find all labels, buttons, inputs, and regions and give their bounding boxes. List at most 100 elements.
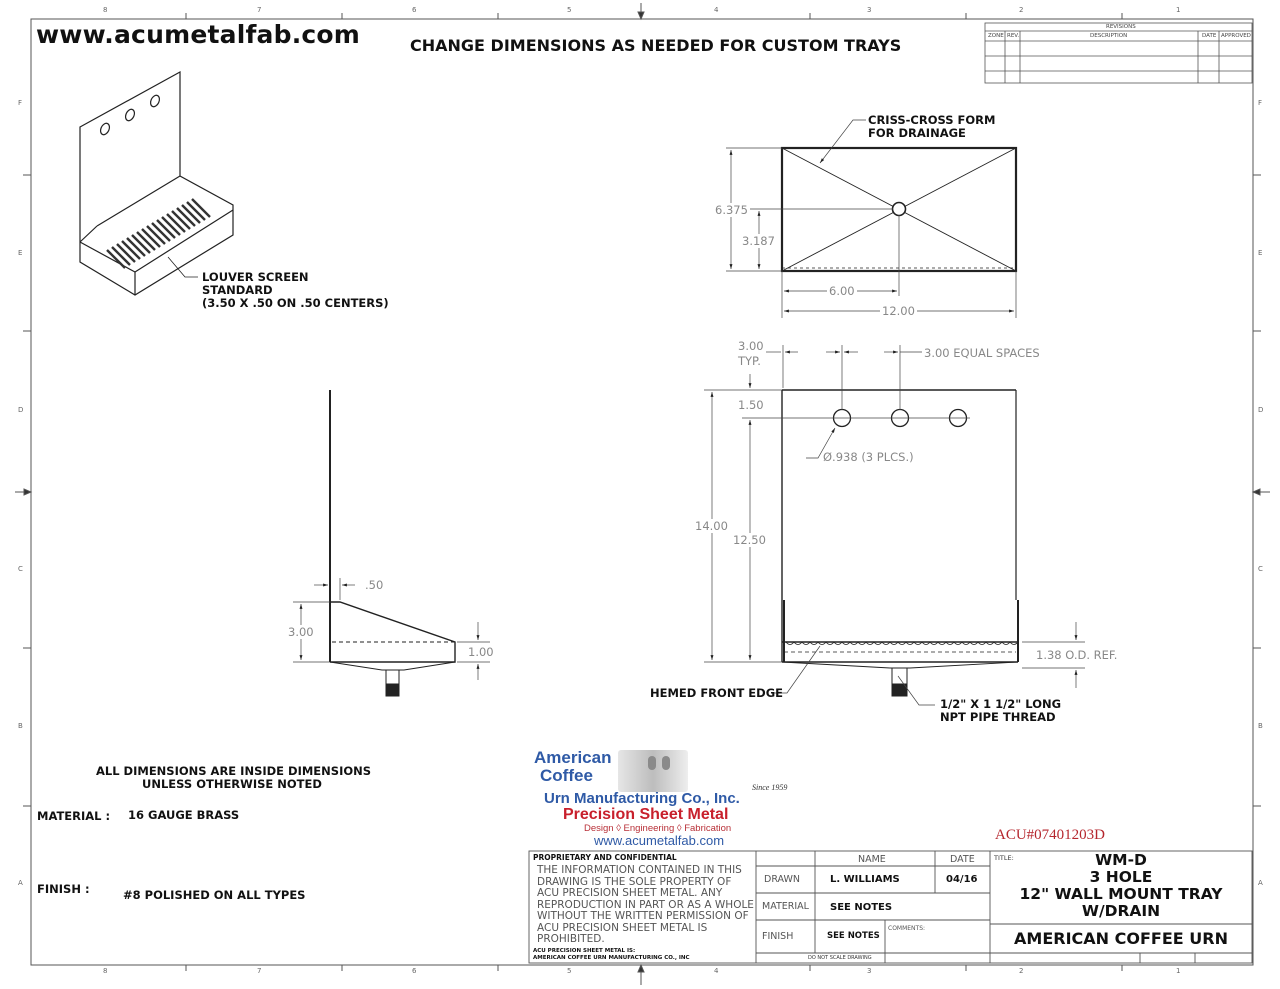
criss-cross-callout-line2: FOR DRAINAGE	[868, 126, 966, 140]
proprietary-line: ACU PRECISION SHEET METAL IS	[537, 921, 708, 934]
drawn-date: 04/16	[946, 874, 978, 885]
owner-line2: AMERICAN COFFEE URN MANUFACTURING CO., I…	[533, 955, 690, 961]
rev-header-approved: APPROVED	[1221, 33, 1251, 39]
tb-material-value: SEE NOTES	[830, 902, 893, 913]
dim-half-width: 6.00	[827, 284, 857, 298]
zone-col-3: 3	[867, 6, 872, 14]
revisions-title: REVISIONS	[1106, 24, 1136, 30]
rev-header-date: DATE	[1202, 33, 1217, 39]
dim-equal-spaces: 3.00 EQUAL SPACES	[924, 346, 1040, 360]
material-value: 16 GAUGE BRASS	[128, 808, 240, 822]
logo-line-urn: Urn Manufacturing Co., Inc.	[544, 790, 740, 807]
zone-row-e: E	[18, 249, 23, 257]
top-view	[726, 119, 1018, 318]
zone-row-d: D	[18, 406, 24, 414]
zone-row-e-right: E	[1258, 249, 1263, 257]
proprietary-header: PROPRIETARY AND CONFIDENTIAL	[533, 853, 677, 862]
zone-col-8: 8	[103, 6, 108, 14]
logo-tagline: Precision Sheet Metal	[563, 806, 729, 823]
dim-hole-diameter: Ø.938 (3 PLCS.)	[823, 450, 914, 464]
owner-line1: ACU PRECISION SHEET METAL IS:	[533, 948, 636, 954]
dim-typ-label: TYP.	[738, 354, 761, 368]
dim-hole-height: 12.50	[733, 533, 766, 547]
name-header: NAME	[858, 854, 886, 865]
title-line-drain: W/DRAIN	[1081, 902, 1161, 920]
date-header: DATE	[950, 854, 975, 865]
zone-col-6-bottom: 6	[412, 967, 417, 975]
pipe-thread-callout-line1: 1/2" X 1 1/2" LONG	[940, 697, 1062, 711]
proprietary-line: THE INFORMATION CONTAINED IN THIS	[537, 864, 742, 876]
zone-col-7-bottom: 7	[257, 967, 262, 975]
title-block-grid	[528, 850, 1253, 964]
company-logo: American Coffee Urn Manufacturing Co., I…	[530, 748, 830, 850]
tb-material-label: MATERIAL	[762, 901, 809, 912]
title-line-holes: 3 HOLE	[1089, 868, 1153, 886]
zone-col-1: 1	[1176, 6, 1181, 14]
proprietary-line: DRAWING IS THE SOLE PROPERTY OF	[537, 875, 732, 888]
zone-row-c: C	[18, 565, 23, 573]
material-label: MATERIAL :	[37, 809, 111, 823]
site-url[interactable]: www.acumetalfab.com	[36, 20, 361, 49]
proprietary-line: ACU PRECISION SHEET METAL. ANY	[537, 887, 723, 899]
scale-note: DO NOT SCALE DRAWING	[808, 955, 872, 961]
zone-row-d-right: D	[1258, 406, 1264, 414]
urn-tap-icon	[648, 756, 656, 770]
hemmed-edge-callout: HEMED FRONT EDGE	[650, 686, 783, 700]
zone-col-3-bottom: 3	[867, 967, 872, 975]
zone-col-6: 6	[412, 6, 417, 14]
border-frame	[15, 3, 1270, 985]
criss-cross-callout-line1: CRISS-CROSS FORM	[868, 113, 996, 127]
zone-col-7: 7	[257, 6, 262, 14]
drawn-label: DRAWN	[764, 874, 801, 885]
logo-url[interactable]: www.acumetalfab.com	[594, 833, 725, 848]
tb-finish-label: FINISH	[762, 931, 794, 942]
dim-offset: .50	[365, 578, 384, 592]
dim-half-depth: 3.187	[742, 234, 775, 248]
dim-depth: 6.375	[715, 203, 748, 217]
zone-col-8-bottom: 8	[103, 967, 108, 975]
rev-header-rev: REV.	[1007, 33, 1020, 39]
dim-front-height: 1.00	[468, 645, 494, 659]
zone-row-b-right: B	[1258, 722, 1263, 730]
logo-services: Design ◊ Engineering ◊ Fabrication	[584, 823, 732, 834]
dim-od-ref: 1.38 O.D. REF.	[1036, 648, 1118, 662]
louver-callout-line2: STANDARD	[202, 283, 273, 297]
dim-back-height: 3.00	[288, 625, 314, 639]
zone-col-4-bottom: 4	[714, 967, 719, 975]
part-number: ACU#07401203D	[995, 827, 1106, 843]
zone-col-2: 2	[1019, 6, 1024, 14]
zone-row-c-right: C	[1258, 565, 1263, 573]
tb-finish-value: SEE NOTES	[827, 931, 880, 941]
comments-label: COMMENTS:	[888, 925, 926, 932]
proprietary-line: REPRODUCTION IN PART OR AS A WHOLE	[537, 898, 754, 911]
rev-header-description: DESCRIPTION	[1090, 33, 1128, 39]
title-line-model: WM-D	[1095, 851, 1147, 869]
louver-callout-line3: (3.50 X .50 ON .50 CENTERS)	[202, 296, 389, 310]
zone-col-2-bottom: 2	[1019, 967, 1024, 975]
zone-col-1-bottom: 1	[1176, 967, 1181, 975]
zone-row-f-right: F	[1258, 99, 1263, 107]
finish-label: FINISH :	[37, 882, 90, 896]
zone-row-a: A	[18, 879, 23, 887]
drawing-title: WM-D 3 HOLE 12" WALL MOUNT TRAY W/DRAIN	[990, 852, 1252, 920]
proprietary-text: THE INFORMATION CONTAINED IN THIS DRAWIN…	[537, 864, 754, 946]
dim-width: 12.00	[880, 304, 917, 318]
company-name: AMERICAN COFFEE URN	[1014, 929, 1228, 948]
general-note-line1: ALL DIMENSIONS ARE INSIDE DIMENSIONS	[96, 764, 372, 778]
zone-col-5: 5	[567, 6, 572, 14]
proprietary-line: PROHIBITED.	[537, 933, 605, 945]
proprietary-line: WITHOUT THE WRITTEN PERMISSION OF	[537, 910, 749, 922]
pipe-thread-callout-line2: NPT PIPE THREAD	[940, 710, 1056, 724]
zone-row-f: F	[18, 99, 23, 107]
side-view	[293, 390, 490, 697]
dim-typ-spacing: 3.00	[738, 339, 764, 353]
dim-overall-height: 14.00	[695, 519, 728, 533]
zone-col-5-bottom: 5	[567, 967, 572, 975]
title-label: TITLE:	[994, 854, 1014, 862]
iso-view	[79, 70, 234, 296]
logo-line-american: American	[534, 748, 612, 767]
zone-row-a-right: A	[1258, 879, 1263, 887]
general-note-line2: UNLESS OTHERWISE NOTED	[142, 777, 322, 791]
zone-row-b: B	[18, 722, 23, 730]
louver-callout-line1: LOUVER SCREEN	[202, 270, 309, 284]
